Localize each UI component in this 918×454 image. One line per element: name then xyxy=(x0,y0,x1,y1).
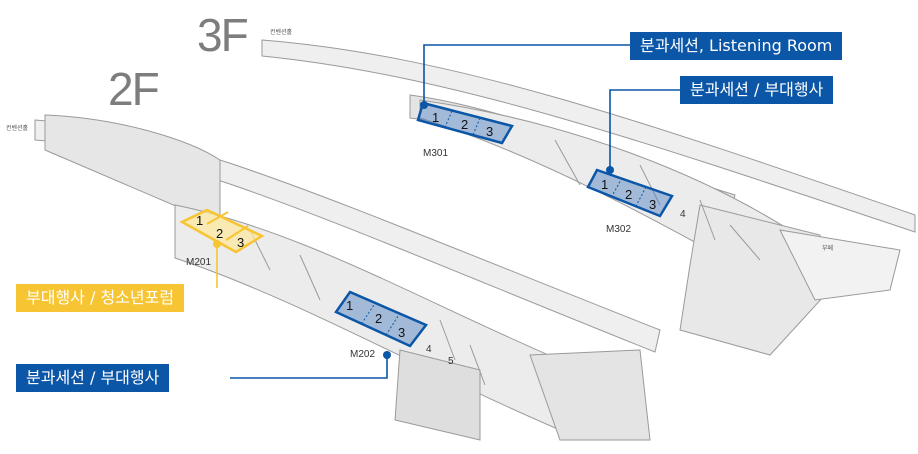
callout-m302: 분과세션 / 부대행사 xyxy=(680,76,834,104)
side-room-4: 4 xyxy=(426,344,432,355)
room-m202-marker xyxy=(383,351,391,359)
room-m302-marker xyxy=(606,166,614,174)
room-m201-section-1: 1 xyxy=(196,213,203,228)
annex-label: 부페 xyxy=(822,245,834,252)
room-code-m302: M302 xyxy=(606,224,632,235)
callout-m301: 분과세션, Listening Room xyxy=(630,32,843,60)
side-room-5: 5 xyxy=(448,356,454,367)
room-m202-section-3: 3 xyxy=(398,325,405,340)
room-m302[interactable]: 1 2 3 xyxy=(586,166,674,218)
room-code-m301: M301 xyxy=(423,148,449,159)
room-m301-section-1: 1 xyxy=(432,110,439,125)
leader-m202 xyxy=(230,355,388,379)
side-room-m302-4: 4 xyxy=(680,209,686,220)
room-code-m202: M202 xyxy=(350,349,376,360)
entrance-label-2f: 컨벤션홀 xyxy=(6,125,29,132)
room-m201-marker xyxy=(213,240,221,248)
room-m301-section-2: 2 xyxy=(461,117,468,132)
room-m201[interactable]: 1 2 3 xyxy=(179,208,265,254)
floor-2f-structure xyxy=(34,114,661,441)
room-m202[interactable]: 1 2 3 xyxy=(334,290,428,359)
room-m301-section-3: 3 xyxy=(486,124,493,139)
leader-m302 xyxy=(609,89,680,170)
leader-m301 xyxy=(423,44,630,105)
entrance-label-3f: 컨벤션홀 xyxy=(270,29,293,36)
room-code-m201: M201 xyxy=(186,257,212,268)
room-m201-section-3: 3 xyxy=(237,235,244,250)
callout-m202: 분과세션 / 부대행사 xyxy=(16,364,170,392)
callout-m201: 부대행사 / 청소년포럼 xyxy=(16,284,185,312)
callout-leaders xyxy=(216,44,680,379)
room-m201-section-2: 2 xyxy=(216,226,223,241)
room-m301[interactable]: 1 2 3 xyxy=(416,101,514,145)
room-m302-section-3: 3 xyxy=(649,197,656,212)
room-m202-section-1: 1 xyxy=(346,298,353,313)
room-m302-section-2: 2 xyxy=(625,187,632,202)
floor-3f-structure xyxy=(261,39,916,356)
floor-label-3f: 3F xyxy=(197,9,249,61)
floor-label-2f: 2F xyxy=(108,63,160,115)
room-m302-section-1: 1 xyxy=(601,177,608,192)
room-m301-marker xyxy=(420,101,428,109)
room-m202-section-2: 2 xyxy=(375,311,382,326)
